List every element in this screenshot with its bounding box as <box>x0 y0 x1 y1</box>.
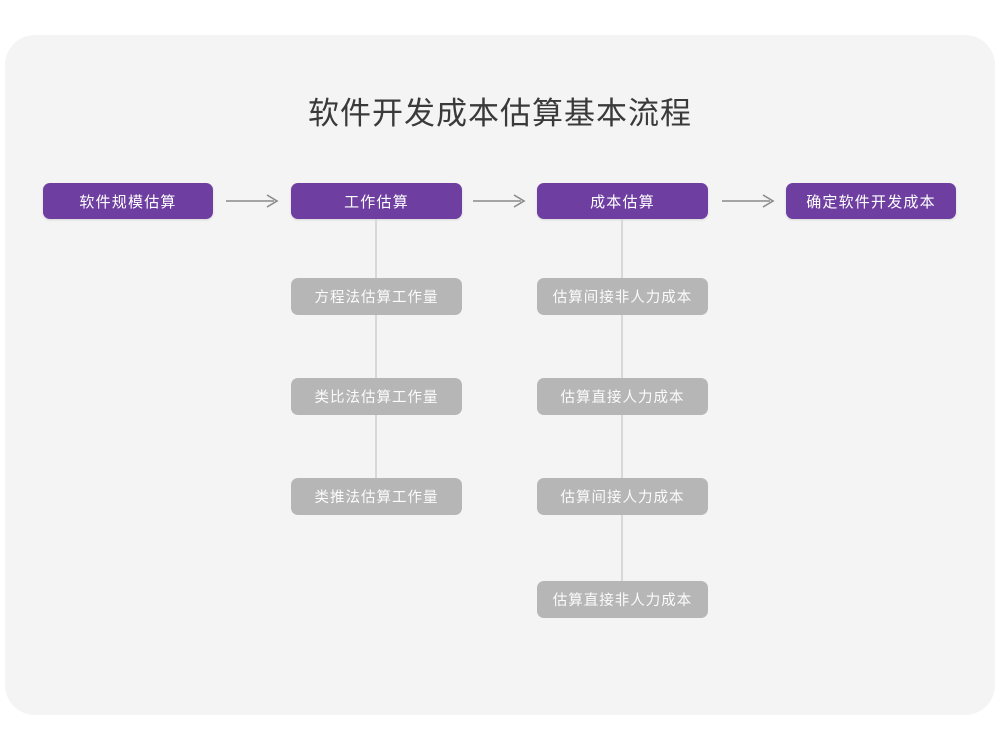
sub-node-cost-item-1[interactable]: 估算间接非人力成本 <box>537 278 708 315</box>
sub-node-label: 估算直接人力成本 <box>560 390 685 406</box>
sub-node-effort-method-3[interactable]: 类推法估算工作量 <box>291 478 462 515</box>
sub-node-label: 估算间接非人力成本 <box>552 290 693 306</box>
flow-node-effort[interactable]: 工作估算 <box>291 183 462 219</box>
arrow-right-icon <box>722 193 777 209</box>
sub-node-label: 方程法估算工作量 <box>314 290 439 306</box>
sub-node-label: 类比法估算工作量 <box>314 390 439 406</box>
connector-line <box>375 315 377 378</box>
arrow-right-icon <box>473 193 528 209</box>
sub-node-label: 估算间接人力成本 <box>560 490 685 506</box>
flow-node-label: 软件规模估算 <box>79 193 177 211</box>
flow-node-final[interactable]: 确定软件开发成本 <box>786 183 956 219</box>
sub-node-cost-item-4[interactable]: 估算直接非人力成本 <box>537 581 708 618</box>
flow-node-cost[interactable]: 成本估算 <box>537 183 708 219</box>
sub-node-cost-item-3[interactable]: 估算间接人力成本 <box>537 478 708 515</box>
arrow-right-icon <box>226 193 281 209</box>
content-card <box>5 35 995 715</box>
connector-line <box>621 415 623 478</box>
connector-line <box>375 219 377 278</box>
flow-node-label: 确定软件开发成本 <box>806 193 936 211</box>
sub-node-effort-method-2[interactable]: 类比法估算工作量 <box>291 378 462 415</box>
sub-node-label: 类推法估算工作量 <box>314 490 439 506</box>
sub-node-label: 估算直接非人力成本 <box>552 593 693 609</box>
sub-node-cost-item-2[interactable]: 估算直接人力成本 <box>537 378 708 415</box>
connector-line <box>621 219 623 278</box>
connector-line <box>621 315 623 378</box>
page-title: 软件开发成本估算基本流程 <box>308 96 692 131</box>
flow-node-label: 成本估算 <box>590 193 655 211</box>
sub-node-effort-method-1[interactable]: 方程法估算工作量 <box>291 278 462 315</box>
connector-line <box>375 415 377 478</box>
connector-line <box>621 515 623 581</box>
flow-node-label: 工作估算 <box>344 193 409 211</box>
flow-node-scale[interactable]: 软件规模估算 <box>43 183 213 219</box>
